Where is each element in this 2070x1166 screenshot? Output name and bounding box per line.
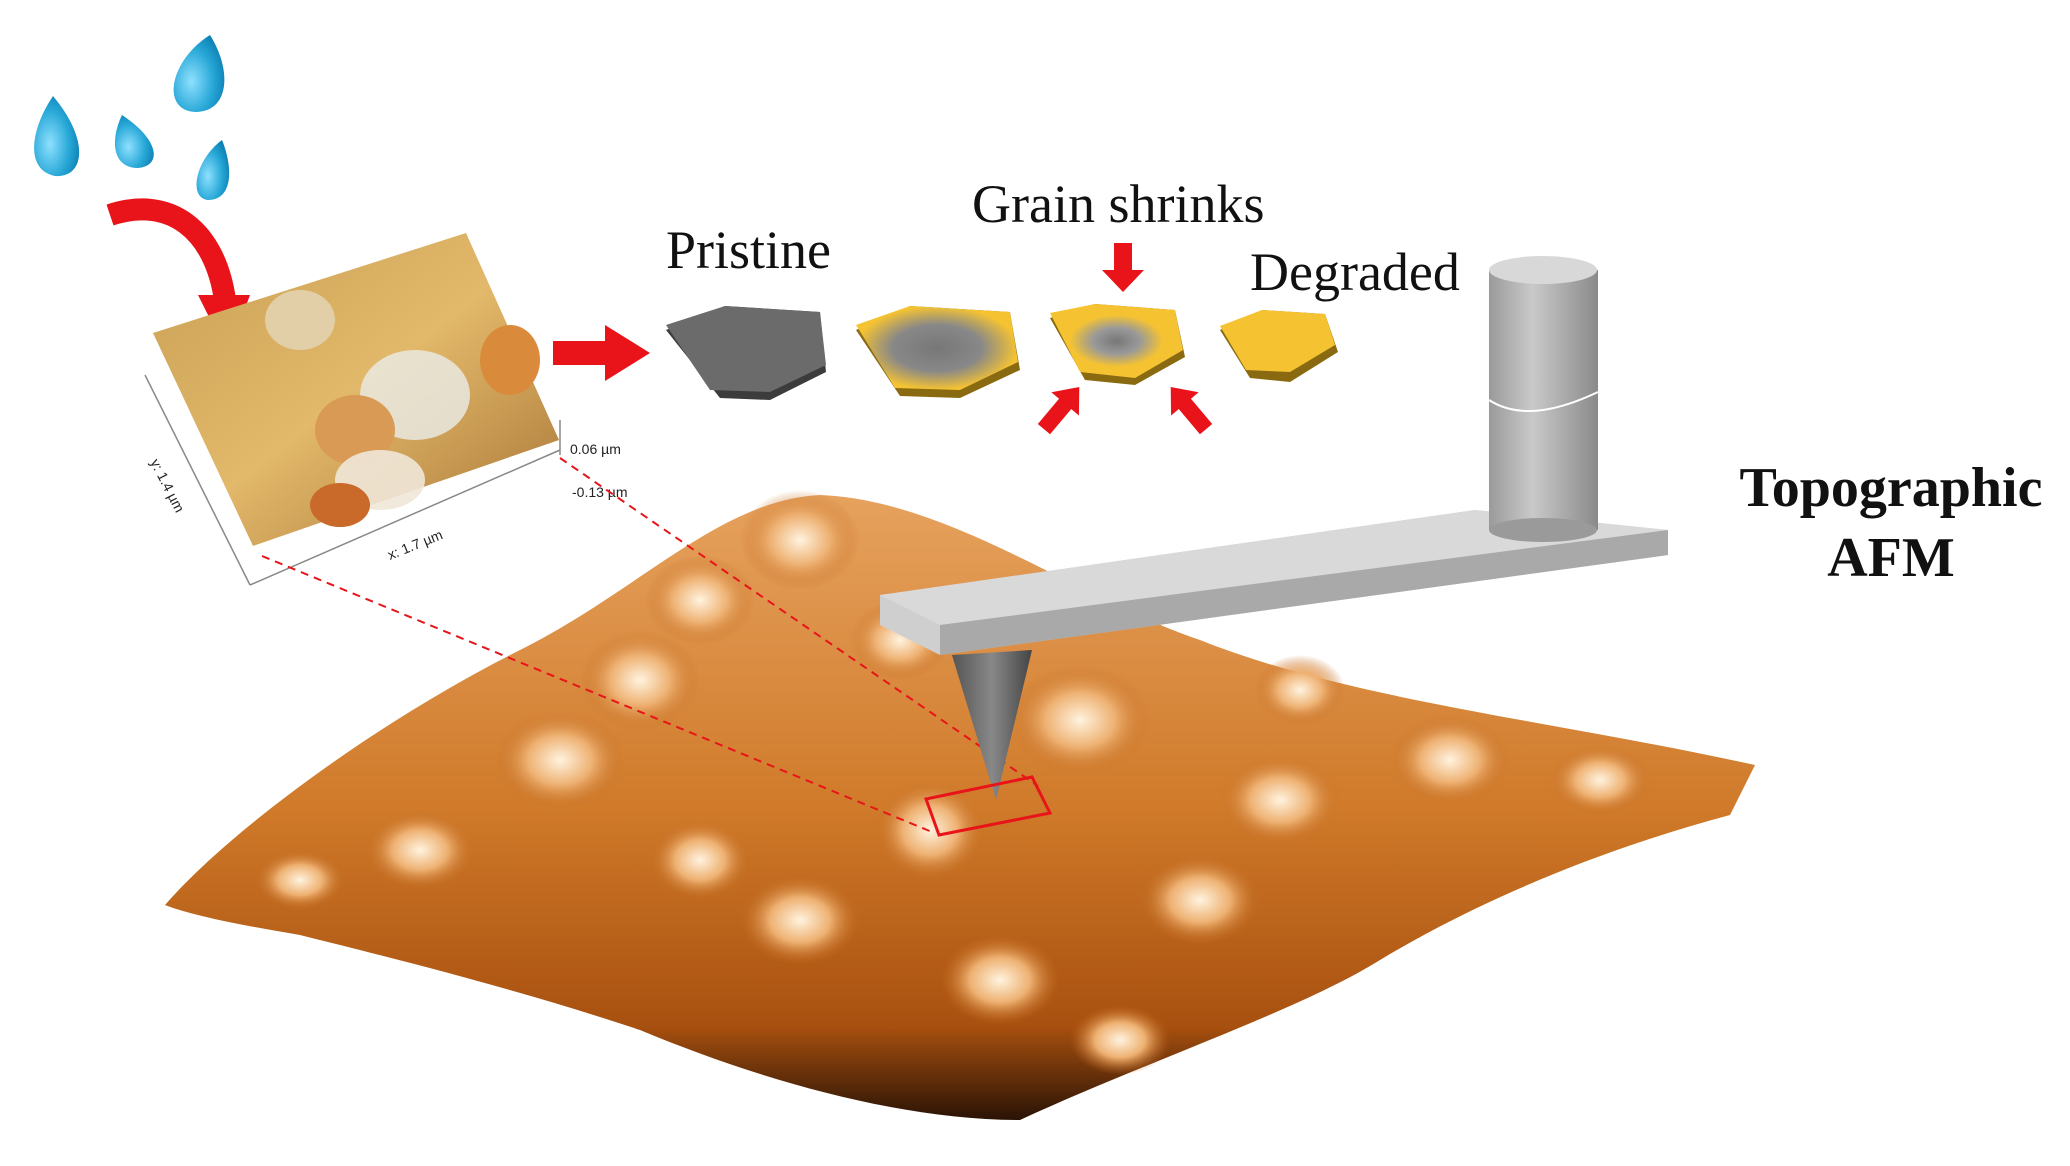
inset-y-range-label: y: 1.4 µm <box>147 456 188 515</box>
technique-label-line2: AFM <box>1827 527 1955 589</box>
water-droplets-icon <box>34 35 230 200</box>
inset-z-min-label: -0.13 µm <box>572 484 628 500</box>
afm-cantilever-probe <box>880 256 1668 800</box>
technique-label-line1: Topographic <box>1740 457 2043 519</box>
grain-partially-degraded <box>856 306 1020 398</box>
afm-surface-3d-image <box>165 490 1755 1120</box>
inset-z-max-label: 0.06 µm <box>570 441 621 457</box>
zoom-guide-line-left <box>261 555 933 833</box>
shrink-arrows-icon <box>1037 243 1213 435</box>
degraded-label: Degraded <box>1250 242 1460 302</box>
afm-inset-image <box>144 233 561 586</box>
grain-shrinks-label: Grain shrinks <box>972 174 1264 234</box>
zoom-guide-line-right <box>559 457 1039 787</box>
right-arrow-icon <box>553 325 650 381</box>
pristine-label: Pristine <box>666 220 831 280</box>
grain-pristine <box>666 306 826 400</box>
inset-x-range-label: x: 1.7 µm <box>385 526 445 563</box>
grain-shrinking <box>1050 304 1185 385</box>
grain-degraded <box>1220 310 1338 382</box>
scan-area-rectangle <box>924 775 1053 837</box>
